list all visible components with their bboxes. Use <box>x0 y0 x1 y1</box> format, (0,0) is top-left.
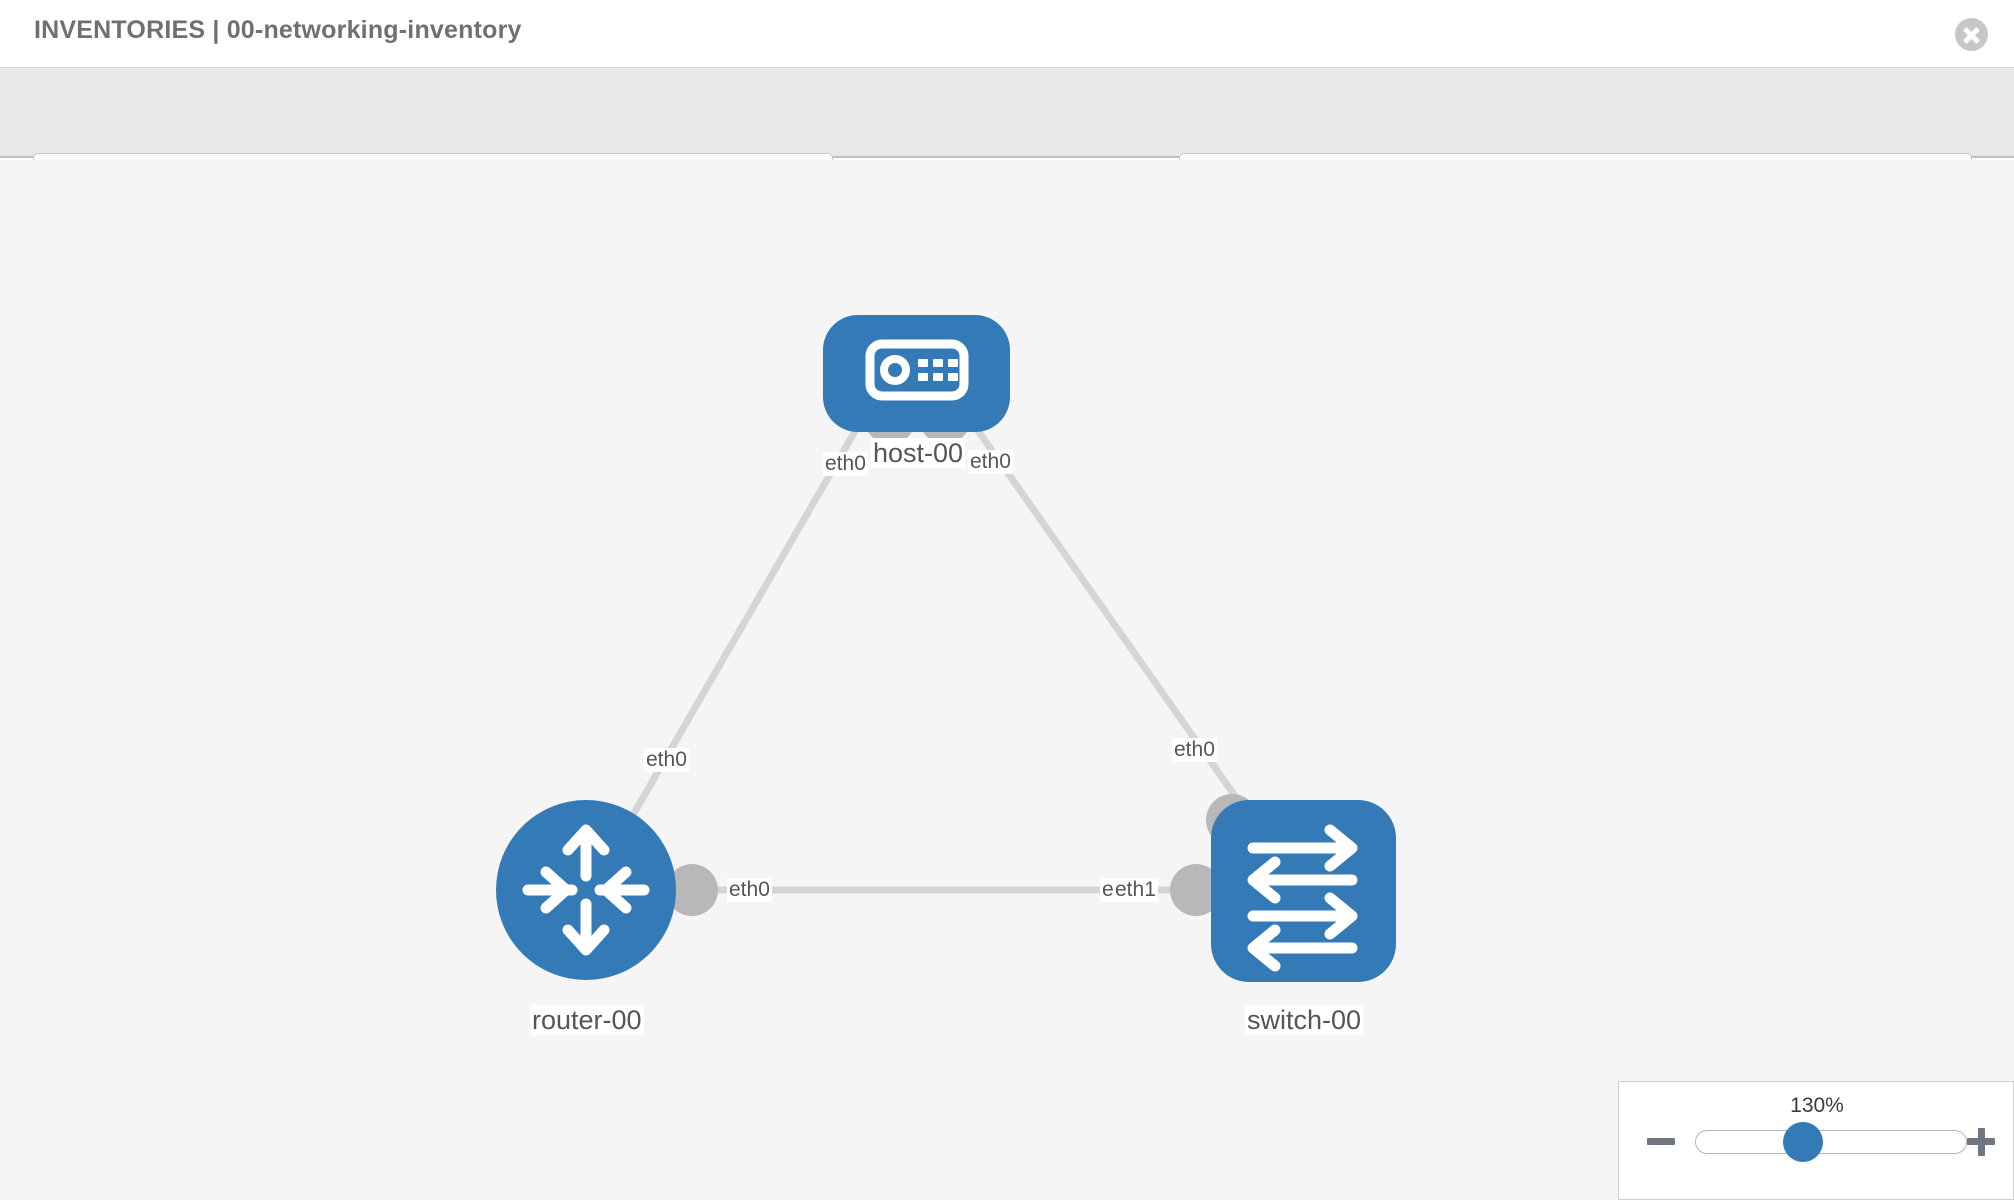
minus-icon[interactable] <box>1647 1128 1675 1156</box>
page-header: INVENTORIES | 00-networking-inventory <box>0 0 2014 68</box>
node-switch-00 <box>1211 800 1396 982</box>
zoom-slider-thumb[interactable] <box>1783 1122 1823 1162</box>
topology-graph <box>496 315 1396 982</box>
iface-label-switch00-eth1: eth1 <box>1113 878 1158 903</box>
minus-icon-bar <box>1647 1138 1675 1145</box>
topology-connectors <box>666 392 1258 916</box>
topology-canvas[interactable]: host-00 router-00 switch-00 eth0 eth0 et… <box>0 160 2014 1200</box>
iface-label-switch00-to-host00: eth0 <box>1172 738 1217 763</box>
plus-icon[interactable] <box>1967 1128 1995 1156</box>
connector-switch00-eth1 <box>1170 864 1222 916</box>
iface-label-router00-to-host00: eth0 <box>644 748 689 773</box>
node-label-host-00: host-00 <box>871 438 966 469</box>
iface-label-host00-to-router00: eth0 <box>823 452 868 477</box>
switch-arrows-icon <box>1247 824 1358 972</box>
node-host-00-shape <box>823 315 1010 432</box>
toolbar: ACTIONS SEARCH <box>0 68 2014 206</box>
page-title: INVENTORIES | 00-networking-inventory <box>34 16 522 44</box>
iface-label-router00-eth0: eth0 <box>727 878 772 903</box>
zoom-control-panel: 130% <box>1618 1081 2014 1200</box>
close-icon[interactable] <box>1955 18 1988 51</box>
router-arrows-icon <box>522 824 650 956</box>
connector-router00-eth0 <box>666 864 718 916</box>
node-label-switch-00: switch-00 <box>1245 1005 1364 1036</box>
node-host-00 <box>823 315 1010 432</box>
iface-label-host00-to-switch00: eth0 <box>968 450 1013 475</box>
zoom-level-value: 130% <box>1790 1094 1844 1117</box>
node-switch-00-shape <box>1211 800 1396 982</box>
node-router-00-shape <box>496 800 676 980</box>
node-label-router-00: router-00 <box>530 1005 644 1036</box>
node-router-00 <box>496 800 676 980</box>
zoom-slider-track[interactable] <box>1695 1130 1967 1154</box>
server-icon <box>865 339 969 401</box>
plus-icon-bar-v <box>1977 1128 1985 1156</box>
